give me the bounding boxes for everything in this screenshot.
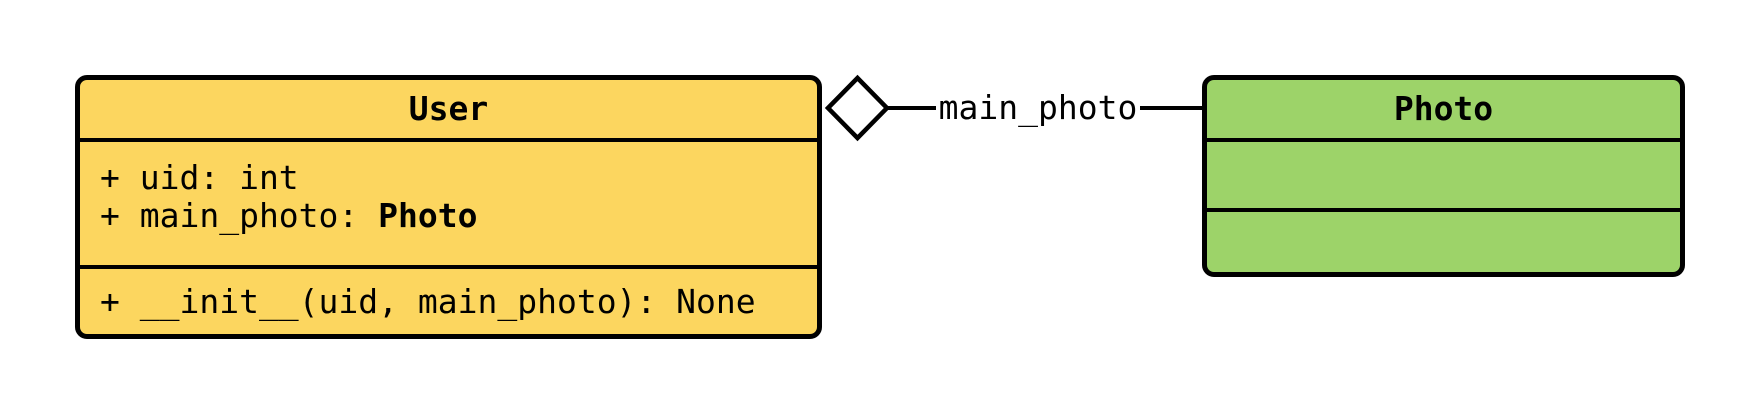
- class-box-user: User + uid: int + main_photo: Photo + __…: [75, 75, 822, 339]
- aggregation-diamond-icon: [824, 74, 891, 142]
- relation-label: main_photo: [938, 88, 1138, 127]
- attribute-main-photo: + main_photo: Photo: [100, 197, 817, 235]
- class-title-photo: Photo: [1207, 80, 1680, 142]
- photo-attributes-compartment: [1207, 142, 1680, 212]
- user-methods-compartment: + __init__(uid, main_photo): None: [80, 269, 817, 334]
- attribute-main-photo-text: + main_photo:: [100, 196, 379, 235]
- attribute-main-photo-type: Photo: [378, 196, 478, 235]
- class-box-photo: Photo: [1202, 75, 1685, 277]
- photo-methods-compartment: [1207, 212, 1680, 272]
- attribute-uid-text: + uid: int: [100, 158, 299, 197]
- method-init: + __init__(uid, main_photo): None: [100, 282, 756, 321]
- class-title-user: User: [80, 80, 817, 142]
- attribute-uid: + uid: int: [100, 159, 817, 197]
- user-attributes-compartment: + uid: int + main_photo: Photo: [80, 142, 817, 269]
